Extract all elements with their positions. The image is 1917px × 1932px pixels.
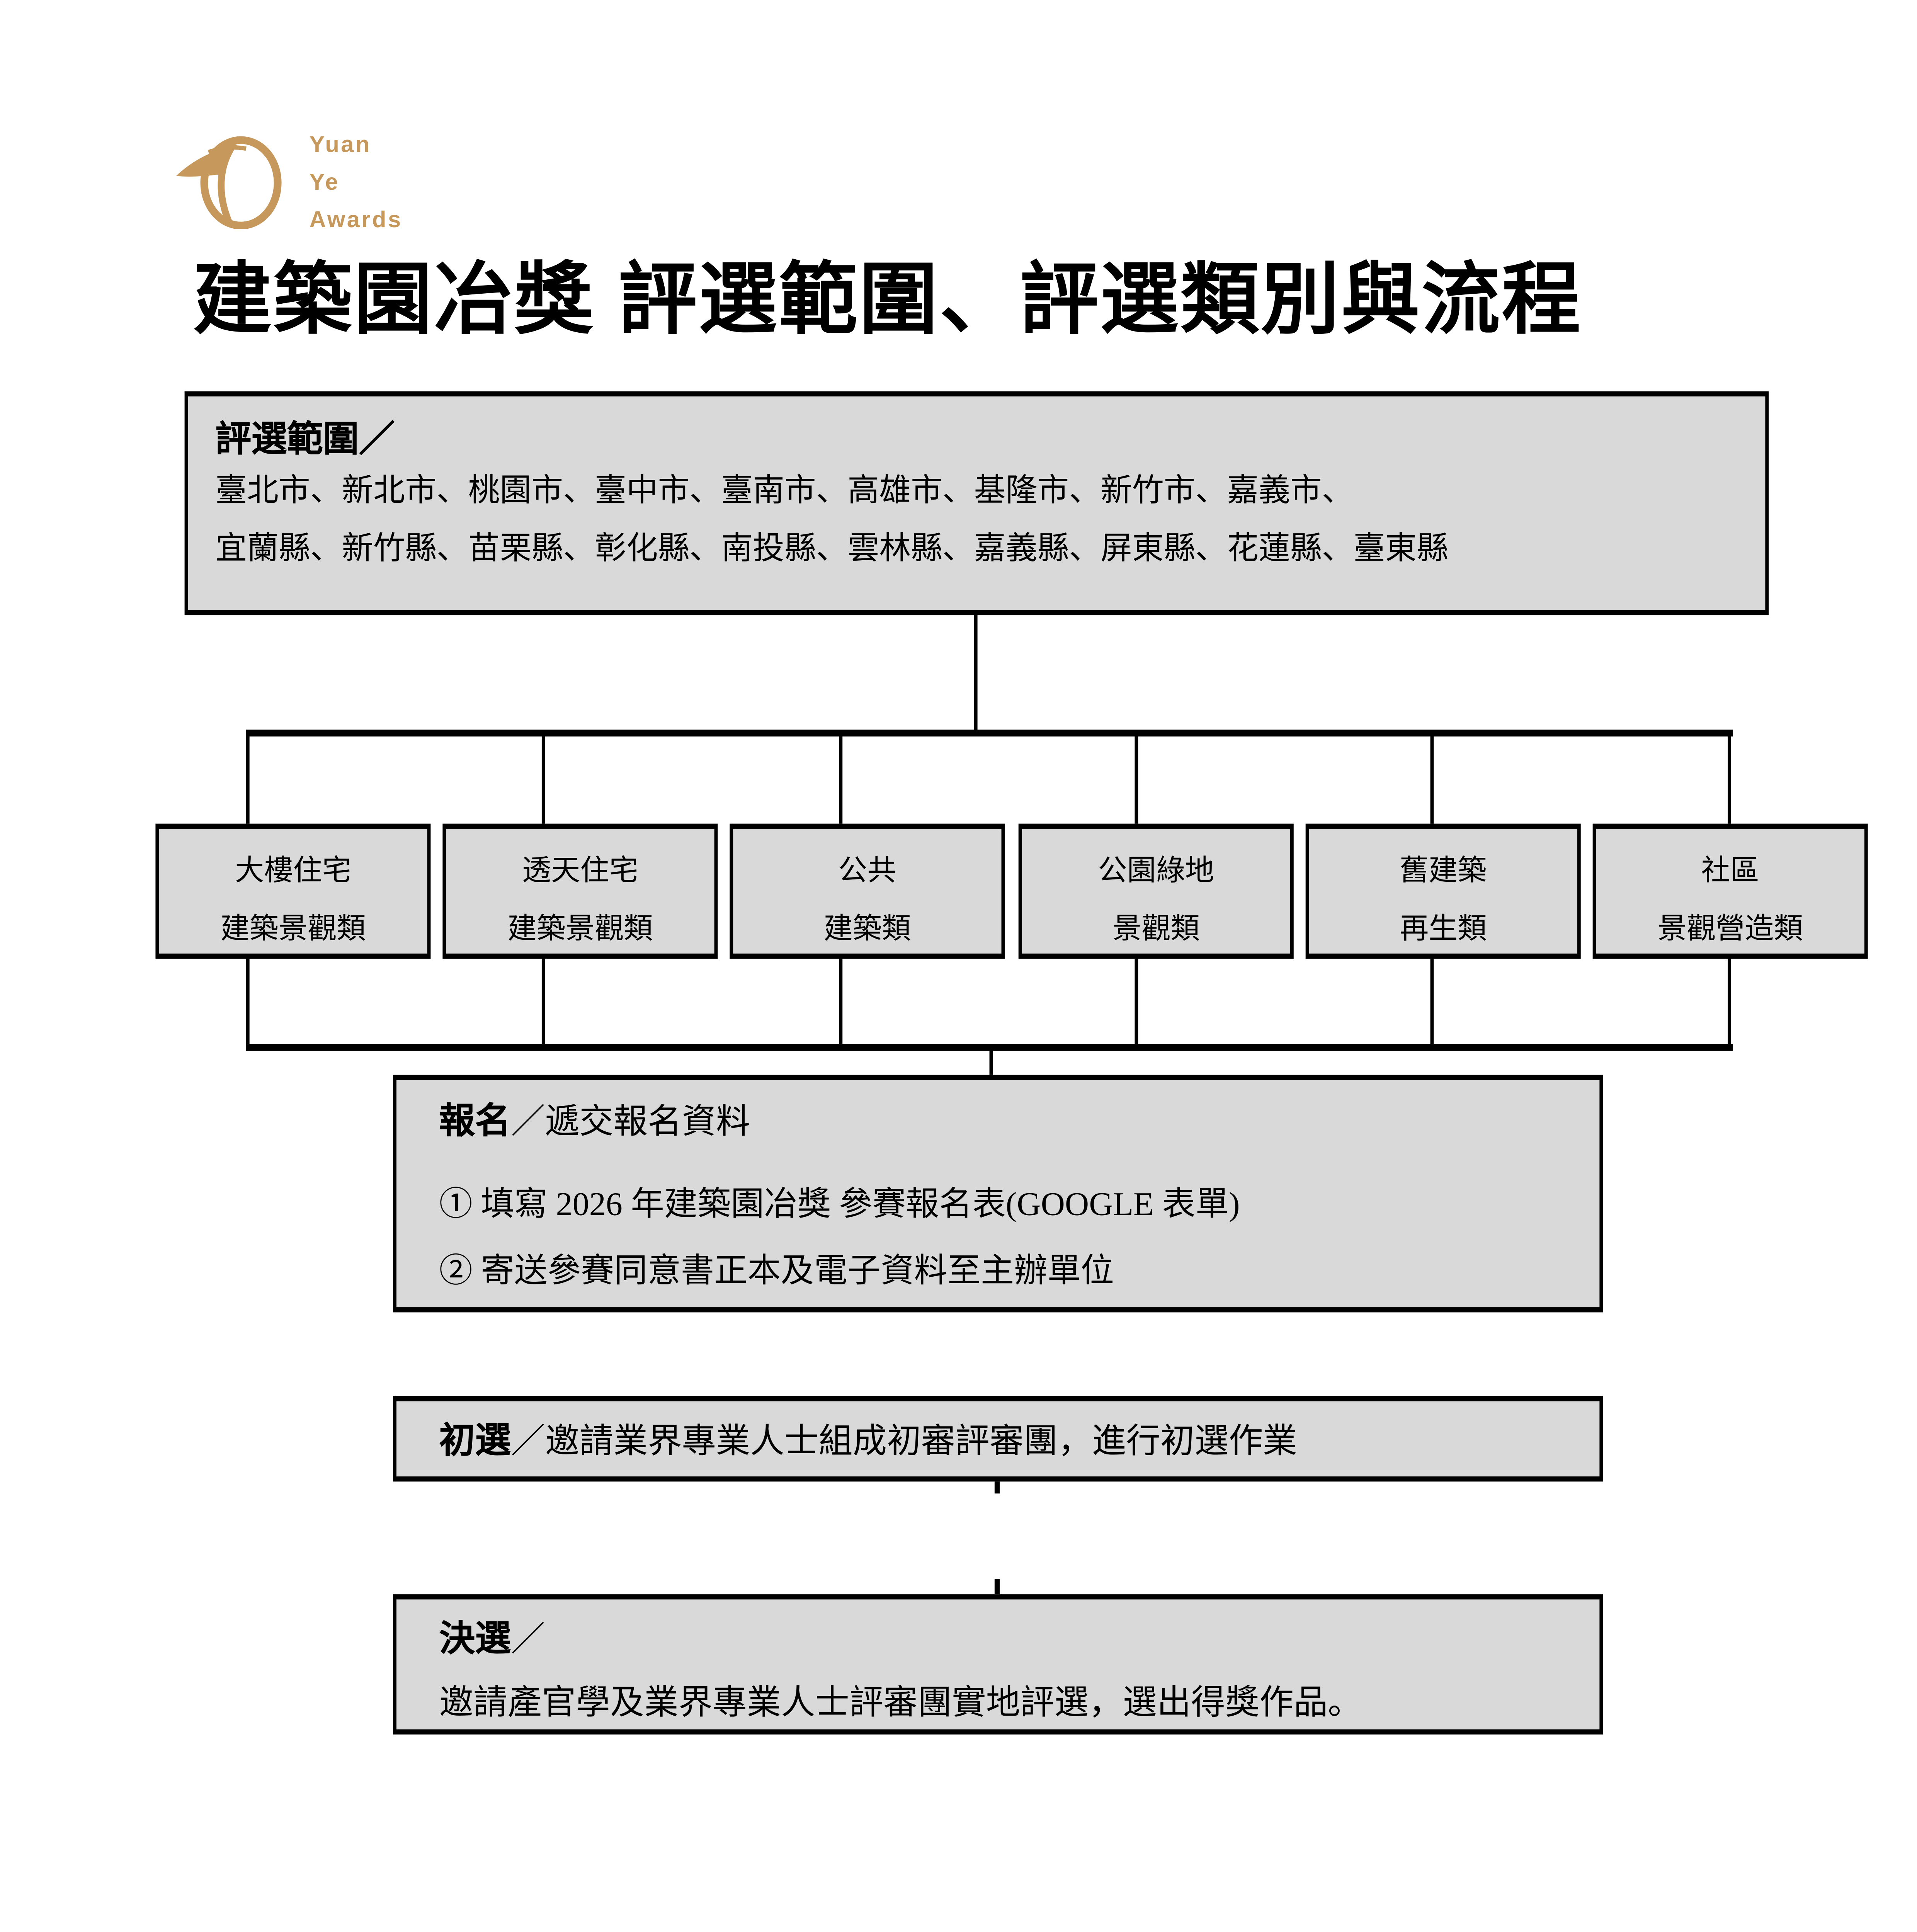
category-box-public-building: 公共 建築類 bbox=[730, 823, 1005, 959]
scope-heading: 評選範圍／ bbox=[215, 415, 1738, 463]
connector-rise-line-6 bbox=[1728, 958, 1731, 1044]
category-label-line2: 再生類 bbox=[1399, 912, 1487, 945]
category-label-line2: 景觀營造類 bbox=[1657, 912, 1803, 945]
category-box-old-building-renewal: 舊建築 再生類 bbox=[1305, 823, 1581, 959]
category-label-line2: 建築類 bbox=[823, 912, 911, 945]
category-label-line2: 建築景觀類 bbox=[507, 912, 653, 945]
category-label-line2: 建築景觀類 bbox=[220, 912, 366, 945]
connector-rise-line-3 bbox=[839, 958, 843, 1044]
preliminary-selection-box: 初選／邀請業界專業人士組成初審評審團，進行初選作業 bbox=[393, 1396, 1603, 1482]
connector-signup-stem-line bbox=[989, 1049, 993, 1075]
final-body: 邀請產官學及業界專業人士評審團實地評選，選出得獎作品。 bbox=[439, 1685, 1362, 1723]
signup-heading-label: 報名 bbox=[439, 1100, 511, 1142]
category-label-line2: 景觀類 bbox=[1112, 912, 1200, 945]
category-label-line1: 公共 bbox=[838, 854, 896, 887]
connector-drop-line-5 bbox=[1430, 735, 1434, 824]
signup-step-1-text: 填寫 2026 年建築園冶獎 參賽報名表(GOOGLE 表單) bbox=[481, 1187, 1240, 1224]
connector-rise-line-2 bbox=[541, 958, 545, 1044]
signup-box: 報名／遞交報名資料 ① 填寫 2026 年建築園冶獎 參賽報名表(GOOGLE … bbox=[393, 1075, 1603, 1313]
category-label-line1: 大樓住宅 bbox=[235, 854, 351, 887]
final-heading-label: 決選 bbox=[439, 1618, 511, 1660]
final-selection-box: 決選／ 邀請產官學及業界專業人士評審團實地評選，選出得獎作品。 bbox=[393, 1594, 1603, 1735]
connector-drop-line-1 bbox=[246, 735, 250, 824]
connector-rise-line-4 bbox=[1135, 958, 1138, 1044]
logo-word-yuan: Yuan bbox=[309, 131, 371, 157]
connector-drop-line-6 bbox=[1728, 735, 1731, 824]
scope-heading-slash: ／ bbox=[359, 418, 395, 460]
yuan-ye-awards-logo-icon bbox=[176, 136, 282, 229]
preliminary-heading-label: 初選 bbox=[439, 1420, 511, 1461]
signup-step-1-bullet: ① bbox=[439, 1187, 473, 1224]
scope-heading-label: 評選範圍 bbox=[215, 418, 359, 460]
category-box-park-greenspace: 公園綠地 景觀類 bbox=[1018, 823, 1294, 959]
signup-heading: 報名／遞交報名資料 bbox=[439, 1099, 750, 1145]
category-label-line1: 公園綠地 bbox=[1098, 854, 1214, 887]
connector-drop-line-2 bbox=[541, 735, 545, 824]
connector-tick-above-final bbox=[994, 1579, 1000, 1595]
logo-word-ye: Ye bbox=[309, 169, 340, 195]
logo-wordmark: Yuan Ye Awards bbox=[309, 126, 463, 239]
connector-rise-line-5 bbox=[1430, 958, 1434, 1044]
signup-step-2-bullet: ② bbox=[439, 1254, 473, 1290]
category-box-community-landscape: 社區 景觀營造類 bbox=[1592, 823, 1868, 959]
connector-drop-line-3 bbox=[839, 735, 843, 824]
category-label-line1: 透天住宅 bbox=[522, 854, 638, 887]
connector-tick-below-prelim bbox=[994, 1481, 1000, 1494]
scope-cities-line-2: 宜蘭縣、新竹縣、苗栗縣、彰化縣、南投縣、雲林縣、嘉義縣、屏東縣、花蓮縣、臺東縣 bbox=[215, 533, 1449, 568]
preliminary-rest: ／邀請業界專業人士組成初審評審團，進行初選作業 bbox=[511, 1423, 1297, 1461]
preliminary-text: 初選／邀請業界專業人士組成初審評審團，進行初選作業 bbox=[396, 1413, 1297, 1464]
final-heading: 決選／ bbox=[439, 1617, 545, 1663]
category-box-townhouse-residential: 透天住宅 建築景觀類 bbox=[442, 823, 718, 959]
signup-step-2: ② 寄送參賽同意書正本及電子資料至主辦單位 bbox=[439, 1251, 1114, 1295]
scope-box: 評選範圍／ 臺北市、新北市、桃園市、臺中市、臺南市、高雄市、基隆市、新竹市、嘉義… bbox=[184, 391, 1769, 616]
category-box-tower-residential: 大樓住宅 建築景觀類 bbox=[155, 823, 431, 959]
connector-rise-line-1 bbox=[246, 958, 250, 1044]
signup-step-2-text: 寄送參賽同意書正本及電子資料至主辦單位 bbox=[481, 1254, 1114, 1290]
connector-bottom-rail-line bbox=[246, 1044, 1733, 1051]
page-title: 建築園冶獎 評選範圍、評選類別與流程 bbox=[193, 254, 1582, 344]
final-heading-slash: ／ bbox=[511, 1621, 545, 1660]
connector-scope-stem-line bbox=[974, 615, 978, 731]
logo-word-awards: Awards bbox=[309, 207, 403, 233]
connector-top-rail-line bbox=[246, 730, 1733, 737]
connector-drop-line-4 bbox=[1135, 735, 1138, 824]
category-label-line1: 舊建築 bbox=[1399, 854, 1487, 887]
signup-step-1: ① 填寫 2026 年建築園冶獎 參賽報名表(GOOGLE 表單) bbox=[439, 1184, 1240, 1229]
scope-cities-line-1: 臺北市、新北市、桃園市、臺中市、臺南市、高雄市、基隆市、新竹市、嘉義市、 bbox=[215, 475, 1354, 509]
category-label-line1: 社區 bbox=[1701, 854, 1759, 887]
signup-heading-rest: ／遞交報名資料 bbox=[511, 1104, 750, 1142]
